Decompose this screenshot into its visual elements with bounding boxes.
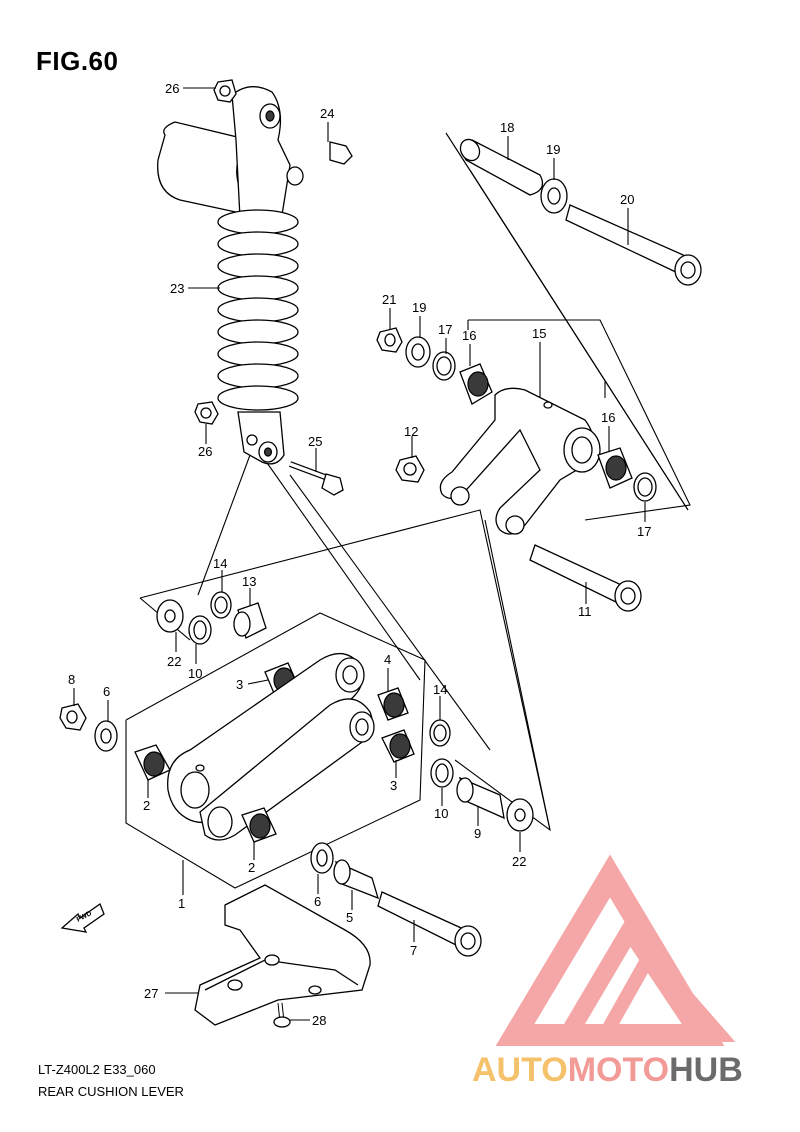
callout-23: 23 [170,281,184,296]
callout-13: 13 [242,574,256,589]
fwd-arrow: FWD [60,902,105,933]
watermark-wordmark: AUTOMOTOHUB [472,1051,743,1089]
washer-22-right [506,798,534,832]
callout-27: 27 [144,986,158,1001]
callout-6-bottom: 6 [314,894,321,909]
bolt-20 [565,204,702,286]
watermark-logo [495,854,736,1046]
collar-13 [233,602,267,639]
callout-12: 12 [404,424,418,439]
callout-19-mid: 19 [412,300,426,315]
bearing-2-top [134,744,171,781]
bolt-24 [282,125,353,165]
callout-7: 7 [410,943,417,958]
seal-14-right [429,719,451,747]
coil-spring [217,209,299,411]
callout-10-right: 10 [434,806,448,821]
callouts: 26 24 18 19 20 23 21 19 17 16 15 16 12 2… [68,81,651,1028]
washer-19-mid [405,336,431,368]
callout-16-left: 16 [462,328,476,343]
callout-14-left: 14 [213,556,227,571]
seal-10-right [430,758,454,788]
washer-6-left [94,720,118,752]
guard-27 [194,884,371,1026]
watermark-text-1: AUTO [472,1051,568,1089]
nut-21 [376,327,403,353]
section-name: REAR CUSHION LEVER [38,1084,184,1099]
bolt-7 [377,891,482,957]
callout-22-left: 22 [167,654,181,669]
reference-lines [125,132,691,913]
bearing-16-right [597,447,633,489]
washer-22-left [156,599,184,633]
cushion-rod-1 [167,653,375,841]
cushion-lever-15 [439,387,601,535]
callout-15: 15 [532,326,546,341]
collar-9 [456,776,505,820]
bearing-2-bottom [241,807,277,843]
callout-26-top: 26 [165,81,179,96]
svg-text:AUTOMOTOHUB: AUTOMOTOHUB [472,1051,743,1089]
callout-28: 28 [312,1013,326,1028]
callout-6-left: 6 [103,684,110,699]
callout-16-right: 16 [601,410,615,425]
callout-5: 5 [346,910,353,925]
nut-12 [395,455,425,483]
callout-25: 25 [308,434,322,449]
callout-21: 21 [382,292,396,307]
callout-14-right: 14 [433,682,447,697]
callout-3-bottom: 3 [390,778,397,793]
bearing-3-bottom [381,729,415,763]
callout-2-top: 2 [143,798,150,813]
bolt-25 [288,461,344,496]
callout-3-top: 3 [236,677,243,692]
callout-9: 9 [474,826,481,841]
watermark-text-2: MOTO [568,1051,669,1089]
shock-absorber [157,86,304,465]
callout-11: 11 [578,604,592,619]
callout-17-top: 17 [438,322,452,337]
callout-10-left: 10 [188,666,202,681]
bolt-11 [529,544,642,612]
callout-20: 20 [620,192,634,207]
callout-24: 24 [320,106,334,121]
callout-22-right: 22 [512,854,526,869]
seal-17-right [633,472,657,502]
watermark-text-3: HUB [669,1051,743,1089]
bearing-16-left [459,363,493,405]
callout-2-bottom: 2 [248,860,255,875]
callout-4: 4 [384,652,391,667]
nut-8 [59,703,87,731]
collar-5 [333,859,380,900]
seal-14-left [210,591,232,619]
nut-26-bottom [194,401,219,425]
washer-6-bottom [310,842,334,874]
callout-17-bottom: 17 [637,524,651,539]
callout-8: 8 [68,672,75,687]
callout-19-top: 19 [546,142,560,157]
callout-26-bottom: 26 [198,444,212,459]
collar-18 [459,138,544,196]
seal-17-left [432,351,456,381]
bearing-4 [377,687,409,721]
model-code: LT-Z400L2 E33_060 [38,1062,156,1077]
figure-title: FIG.60 [36,46,119,76]
seal-10-left [188,615,212,645]
callout-1: 1 [178,896,185,911]
callout-18: 18 [500,120,514,135]
nut-26-top [213,79,237,103]
bolt-28 [273,1002,291,1028]
washer-19-top [540,178,568,214]
